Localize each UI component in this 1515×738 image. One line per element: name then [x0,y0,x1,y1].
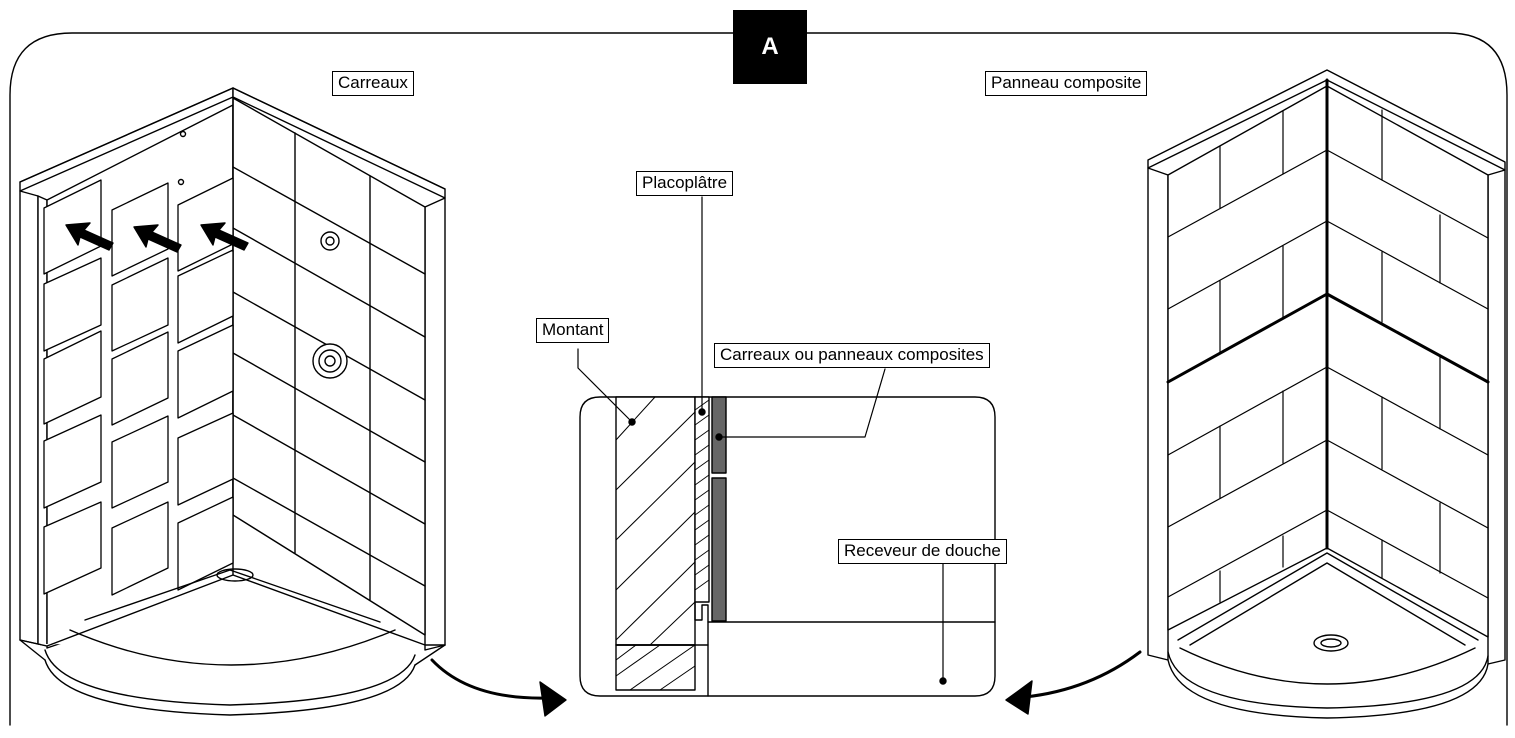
right-arrowhead [1005,680,1033,715]
cross-section [577,196,996,697]
right-curved-arrow [1023,650,1142,699]
label-carreaux-ou-panneaux: Carreaux ou panneaux composites [714,343,990,368]
label-receveur-de-douche: Receveur de douche [838,539,1007,564]
left-shower-illustration [19,87,446,716]
section-badge: A [733,10,807,84]
right-shower-illustration [1147,69,1506,719]
left-curved-arrow [430,658,550,700]
label-panneau-composite: Panneau composite [985,71,1148,96]
label-placoplatre: Placoplâtre [636,171,734,196]
left-arrowhead [539,681,567,717]
label-carreaux: Carreaux [332,71,414,96]
label-montant: Montant [536,318,610,343]
outer-frame [9,32,1508,726]
